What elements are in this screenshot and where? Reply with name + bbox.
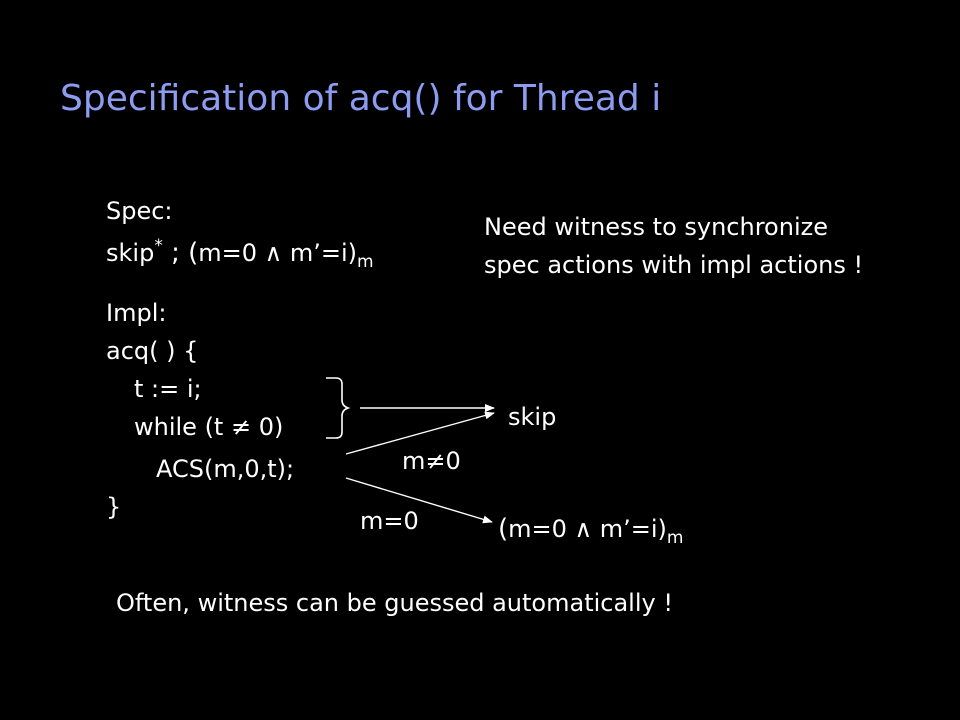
label-m-neq-0: m≠0: [402, 447, 461, 475]
target-paren: (: [498, 514, 509, 544]
arrow-acs-to-acquire: [345, 477, 493, 524]
code-line-3: while (t ≠ 0): [134, 413, 284, 441]
code-line-4: ACS(m,0,t);: [156, 455, 295, 483]
spec-skip: skip: [106, 239, 155, 267]
spec-paren: (: [188, 238, 199, 268]
page-title: Specification of acq() for Thread i: [60, 78, 662, 119]
note-line-1: Need witness to synchronize: [484, 213, 828, 241]
brace-bracket: [326, 377, 351, 439]
target-sub: m: [666, 528, 684, 548]
spec-label: Spec:: [106, 197, 173, 225]
label-m-eq-0: m=0: [360, 507, 419, 535]
spec-body: m=0 ∧ m’=i): [198, 239, 357, 267]
target-acquire: (m=0 ∧ m’=i)m: [498, 514, 684, 548]
spec-semi: ;: [162, 238, 189, 268]
target-body: m=0 ∧ m’=i): [508, 515, 667, 543]
code-line-1: acq( ) {: [106, 337, 199, 365]
spec-star: *: [154, 236, 163, 256]
code-line-5: }: [106, 493, 122, 521]
target-skip: skip: [508, 403, 557, 431]
arrow-acs-to-skip: [345, 411, 495, 455]
note-line-2: spec actions with impl actions !: [484, 251, 864, 279]
footer-note: Often, witness can be guessed automatica…: [116, 589, 673, 617]
code-line-2: t := i;: [134, 375, 202, 403]
spec-formula: skip* ; (m=0 ∧ m’=i)m: [106, 236, 374, 272]
impl-label: Impl:: [106, 299, 167, 327]
spec-sub: m: [357, 252, 374, 272]
